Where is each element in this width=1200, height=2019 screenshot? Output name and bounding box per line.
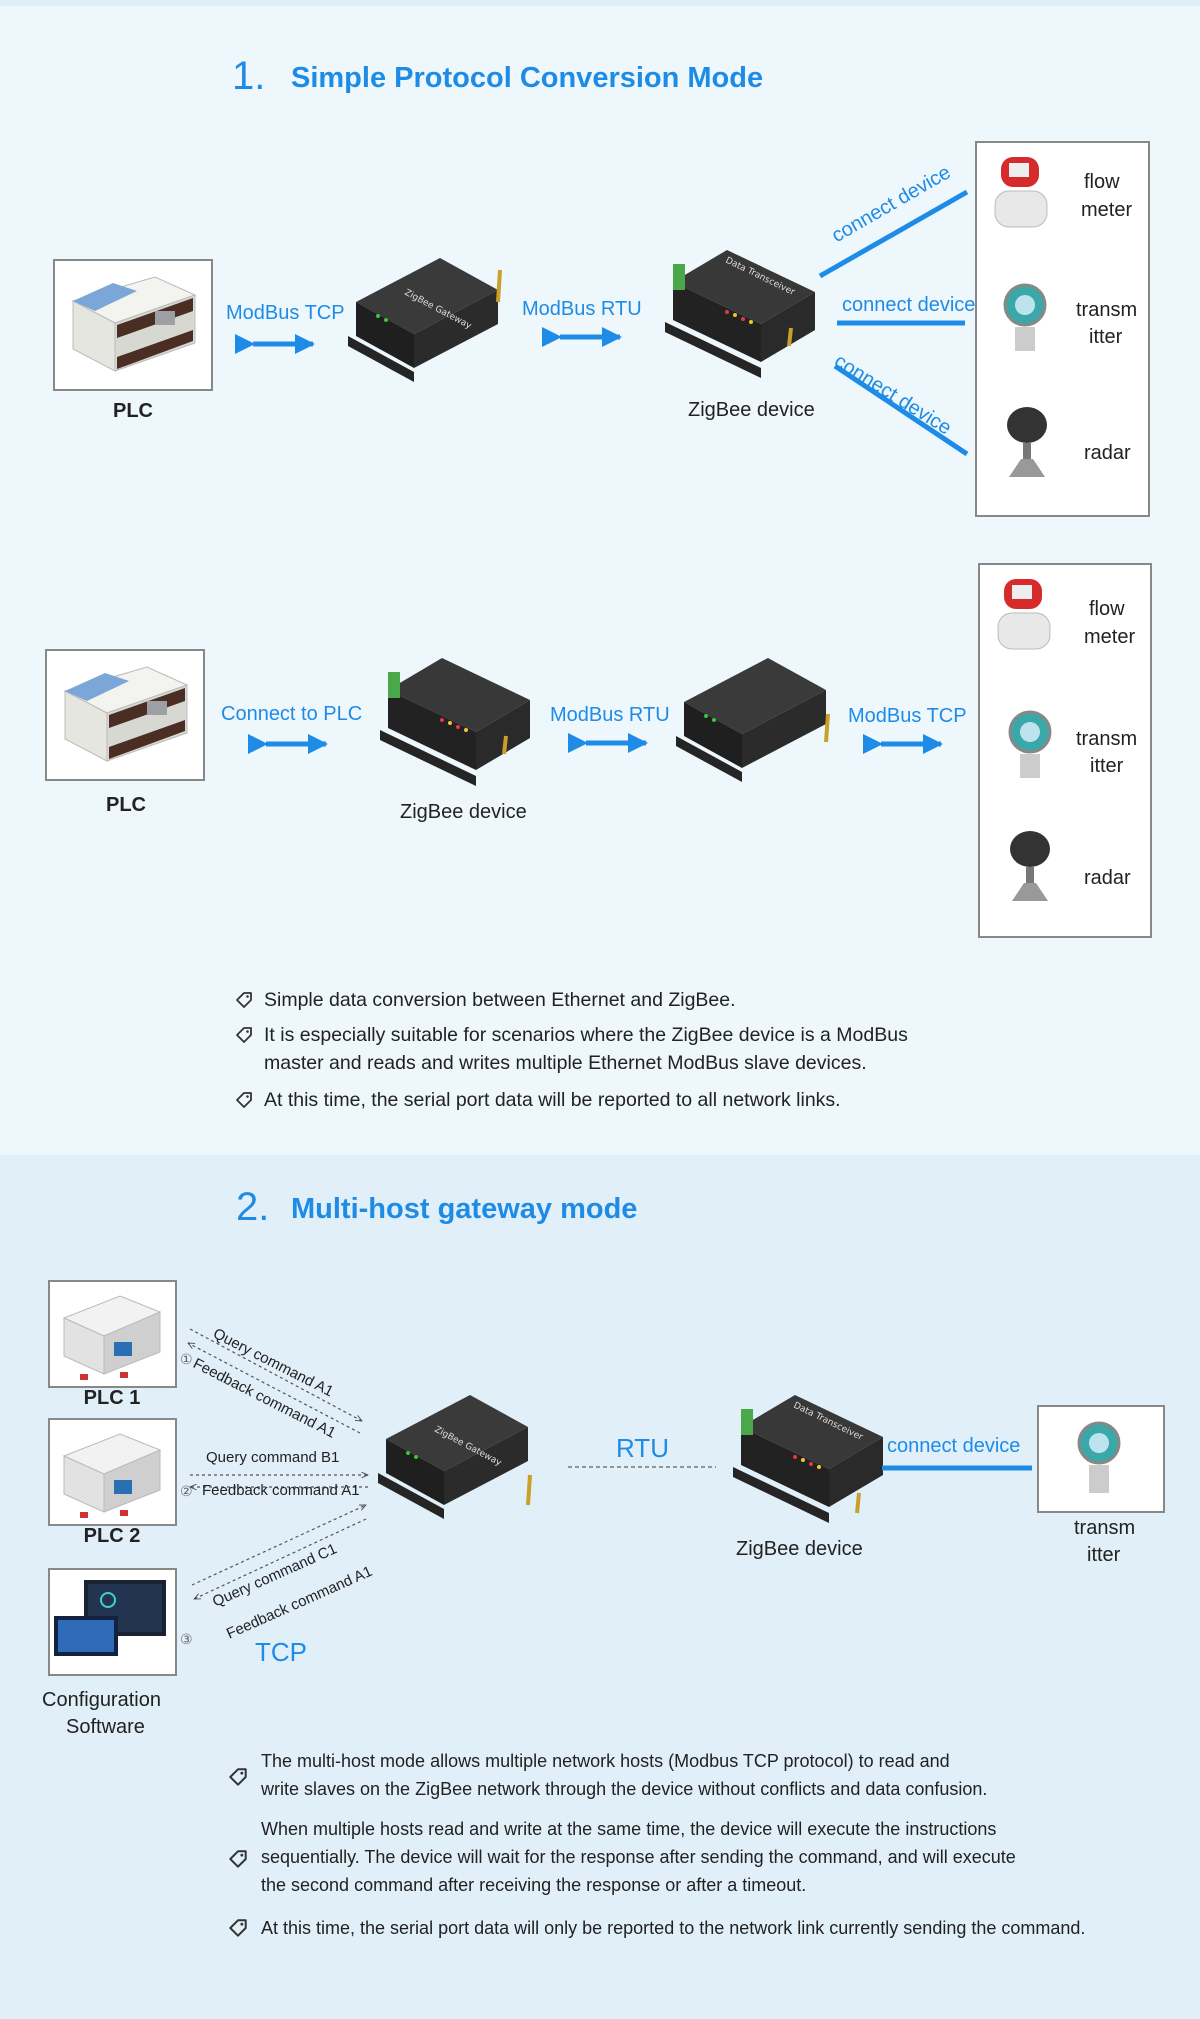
bullet2-3: At this time, the serial port data will … <box>261 1914 1085 1942</box>
section2-title: Multi-host gateway mode <box>291 1193 638 1225</box>
modbus-rtu-label: ModBus RTU <box>522 298 642 320</box>
transmitter-icon <box>1077 1421 1121 1493</box>
double-arrow-rtu-b <box>568 733 648 753</box>
bullet2-2: When multiple hosts read and write at th… <box>261 1815 1016 1899</box>
plc2-label: PLC 2 <box>83 1525 141 1547</box>
plc-image-b <box>45 649 205 781</box>
plc-icon-b <box>63 666 189 762</box>
zigbee-device-label: ZigBee device <box>688 399 815 421</box>
step-3-badge: ③ <box>180 1631 193 1647</box>
plc1-label: PLC 1 <box>83 1387 141 1409</box>
double-arrow-tcp-b <box>863 734 943 754</box>
section1-number: 1. <box>232 54 266 98</box>
plc-label: PLC <box>113 400 153 422</box>
step-2-badge: ② <box>180 1483 193 1499</box>
zigbee-gateway-device: ZigBee Gateway <box>348 258 502 382</box>
flow-label-b1: flow <box>1089 598 1125 620</box>
zigbee-transceiver-device: Data Transceiver <box>733 1395 883 1523</box>
bullet-2: It is especially suitable for scenarios … <box>264 1021 908 1077</box>
transmitter-icon-b <box>1008 710 1052 778</box>
rtu-label: RTU <box>616 1433 669 1463</box>
transmitter-box <box>1037 1405 1165 1513</box>
transmitter-label-b1: transm <box>1076 728 1138 750</box>
step-1-badge: ① <box>180 1351 193 1367</box>
monitor-icon <box>54 1580 166 1656</box>
query-b1-label: Query command B1 <box>206 1449 340 1466</box>
bullet-1: Simple data conversion between Ethernet … <box>264 986 736 1014</box>
zigbee-transceiver-device: Data Transceiver <box>665 250 815 378</box>
transmitter-label-2: itter <box>1089 326 1123 348</box>
flow-label-1: flow <box>1084 171 1120 193</box>
zigbee-device-label-b: ZigBee device <box>400 801 527 823</box>
transmitter-label-1: transm <box>1076 299 1138 321</box>
flow-label-2: meter <box>1081 199 1133 221</box>
double-arrow-tcp <box>235 334 315 354</box>
modbus-tcp-label-b: ModBus TCP <box>848 705 967 727</box>
tag-icon <box>234 990 254 1010</box>
flow-label-b2: meter <box>1084 626 1136 648</box>
field-devices-box-b: flow meter transm itter radar <box>978 563 1152 938</box>
rtu-dashed-link <box>568 1466 716 1468</box>
field-devices-box: flow meter transm itter radar <box>975 141 1150 517</box>
tag-icon <box>234 1025 254 1045</box>
plc-icon <box>71 276 197 372</box>
connect-device-label: connect device <box>887 1435 1021 1457</box>
zigbee-gateway-device: ZigBee Gateway <box>378 1395 532 1519</box>
flow-meter-icon <box>994 157 1048 228</box>
double-arrow-rtu <box>542 327 622 347</box>
tag-icon <box>227 1848 249 1870</box>
top-band <box>0 0 1200 6</box>
bullet-3: At this time, the serial port data will … <box>264 1086 841 1114</box>
flow-meter-icon-b <box>997 579 1051 650</box>
tag-icon <box>234 1090 254 1110</box>
double-arrow-plc <box>248 734 328 754</box>
section2-number: 2. <box>236 1185 270 1229</box>
radar-label-b: radar <box>1084 867 1131 889</box>
transmitter-label-b2: itter <box>1090 755 1124 777</box>
section1-title: Simple Protocol Conversion Mode <box>291 62 764 94</box>
transmitter-icon <box>1003 283 1047 351</box>
plc2-image <box>48 1418 177 1526</box>
connect-device-label-2: connect device <box>842 294 976 316</box>
transmitter-label-2: itter <box>1087 1544 1121 1566</box>
connect-lines <box>818 189 969 457</box>
radar-label: radar <box>1084 442 1131 464</box>
plc-image <box>53 259 213 391</box>
connect-line <box>882 1465 1032 1471</box>
plc1-image <box>48 1280 177 1388</box>
modbus-rtu-label-b: ModBus RTU <box>550 704 670 726</box>
tag-icon <box>227 1917 249 1939</box>
radar-icon-b <box>1010 831 1050 901</box>
command-arrows <box>180 1328 380 1600</box>
zigbee-gateway-device-b <box>676 658 830 782</box>
tcp-label: TCP <box>255 1637 307 1667</box>
connect-plc-label: Connect to PLC <box>221 703 363 725</box>
zigbee-device-label: ZigBee device <box>736 1538 863 1560</box>
radar-icon <box>1007 407 1047 477</box>
config-label-1: Configuration <box>42 1689 161 1711</box>
section-multi-host: 2. Multi-host gateway mode PLC 1 PLC 2 <box>0 1155 1200 2019</box>
feedback-a1-label-2: Feedback command A1 <box>202 1482 360 1499</box>
plc-icon <box>62 1295 162 1380</box>
section-simple-protocol: 1. Simple Protocol Conversion Mode PLC M… <box>0 0 1200 1155</box>
plc-icon <box>62 1433 162 1518</box>
config-label-2: Software <box>66 1716 145 1738</box>
tag-icon <box>227 1766 249 1788</box>
bullet2-1: The multi-host mode allows multiple netw… <box>261 1747 987 1803</box>
config-software-image <box>48 1568 177 1676</box>
modbus-tcp-label: ModBus TCP <box>226 302 345 324</box>
plc-label-b: PLC <box>106 794 146 816</box>
zigbee-transceiver-device-b <box>380 658 530 786</box>
transmitter-label-1: transm <box>1074 1517 1136 1539</box>
